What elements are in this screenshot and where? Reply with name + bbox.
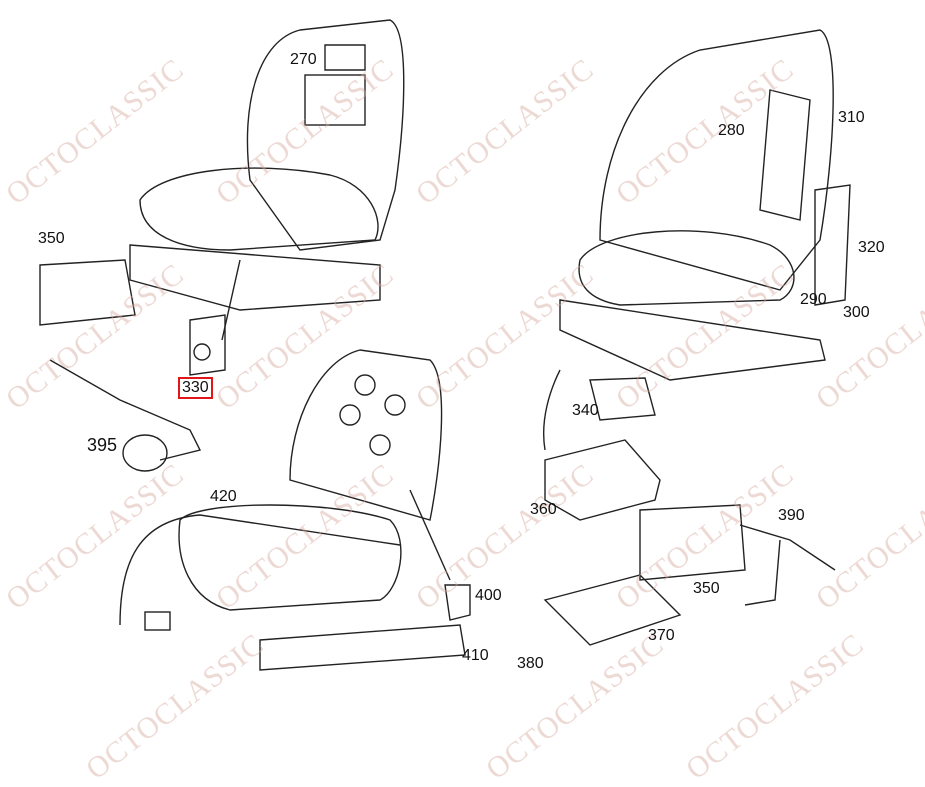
- part-label-270[interactable]: 270: [290, 51, 317, 68]
- seat-280-drawing: [542, 29, 851, 646]
- part-label-380[interactable]: 380: [517, 655, 544, 672]
- part-label-390[interactable]: 390: [778, 507, 805, 524]
- parts-diagram: OCTOCLASSIC OCTOCLASSIC OCTOCLASSIC OCTO…: [0, 19, 925, 786]
- part-label-290[interactable]: 290: [800, 291, 827, 308]
- part-label-420[interactable]: 420: [210, 488, 237, 505]
- part-label-350-right[interactable]: 350: [693, 580, 720, 597]
- part-label-395[interactable]: 395: [87, 435, 118, 455]
- part-label-400[interactable]: 400: [475, 587, 502, 604]
- part-label-280[interactable]: 280: [718, 122, 745, 139]
- part-label-300[interactable]: 300: [843, 304, 870, 321]
- part-label-340[interactable]: 340: [572, 402, 599, 419]
- part-label-360[interactable]: 360: [530, 501, 557, 518]
- part-label-310[interactable]: 310: [838, 109, 865, 126]
- seat-drawings: [39, 19, 851, 671]
- seat-420-drawing: [119, 349, 471, 671]
- part-label-350-left[interactable]: 350: [38, 230, 65, 247]
- part-label-370[interactable]: 370: [648, 627, 675, 644]
- part-label-330-highlighted[interactable]: 330: [178, 377, 213, 399]
- part-label-410[interactable]: 410: [462, 647, 489, 664]
- part-label-320[interactable]: 320: [858, 239, 885, 256]
- seat-270-drawing: [39, 19, 405, 472]
